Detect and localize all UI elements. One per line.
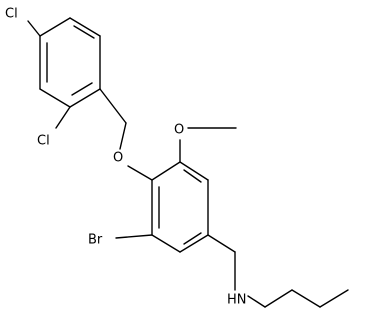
bond [151,161,181,181]
bond [39,17,71,37]
double-bond-inner [71,82,93,96]
oxygen-atom-label: O [174,123,184,138]
bond-c-cl-ortho [55,106,71,129]
nitrogen-atom-label: HN [227,293,247,308]
chlorine-atom-label: Cl [37,134,50,149]
bond-o-ring [127,165,153,181]
bond-c-br [115,234,153,239]
bond-benzyl-ch2 [99,88,127,124]
chlorine-atom-label: Cl [5,7,18,22]
dichlorophenyl-ring [39,17,101,108]
bond [39,88,71,108]
bond-ch2-o [119,122,127,150]
bond [179,234,209,253]
bromine-atom-label: Br [88,233,103,248]
bond-butyl [291,289,321,308]
bond-n-butyl [247,295,266,308]
bond-butyl [264,289,293,308]
bond [69,17,101,37]
bromomethoxyphenyl-ring [151,161,209,253]
double-bond-inner [183,232,202,245]
double-bond-inner [183,169,202,183]
bond-butyl [319,289,349,308]
bond [179,161,209,181]
bond [151,234,181,253]
bond-c-cl-para [27,20,41,37]
bond-ring-ch2 [207,234,236,253]
double-bond-inner [73,25,95,39]
bond [69,88,101,108]
oxygen-atom-label: O [113,151,123,166]
